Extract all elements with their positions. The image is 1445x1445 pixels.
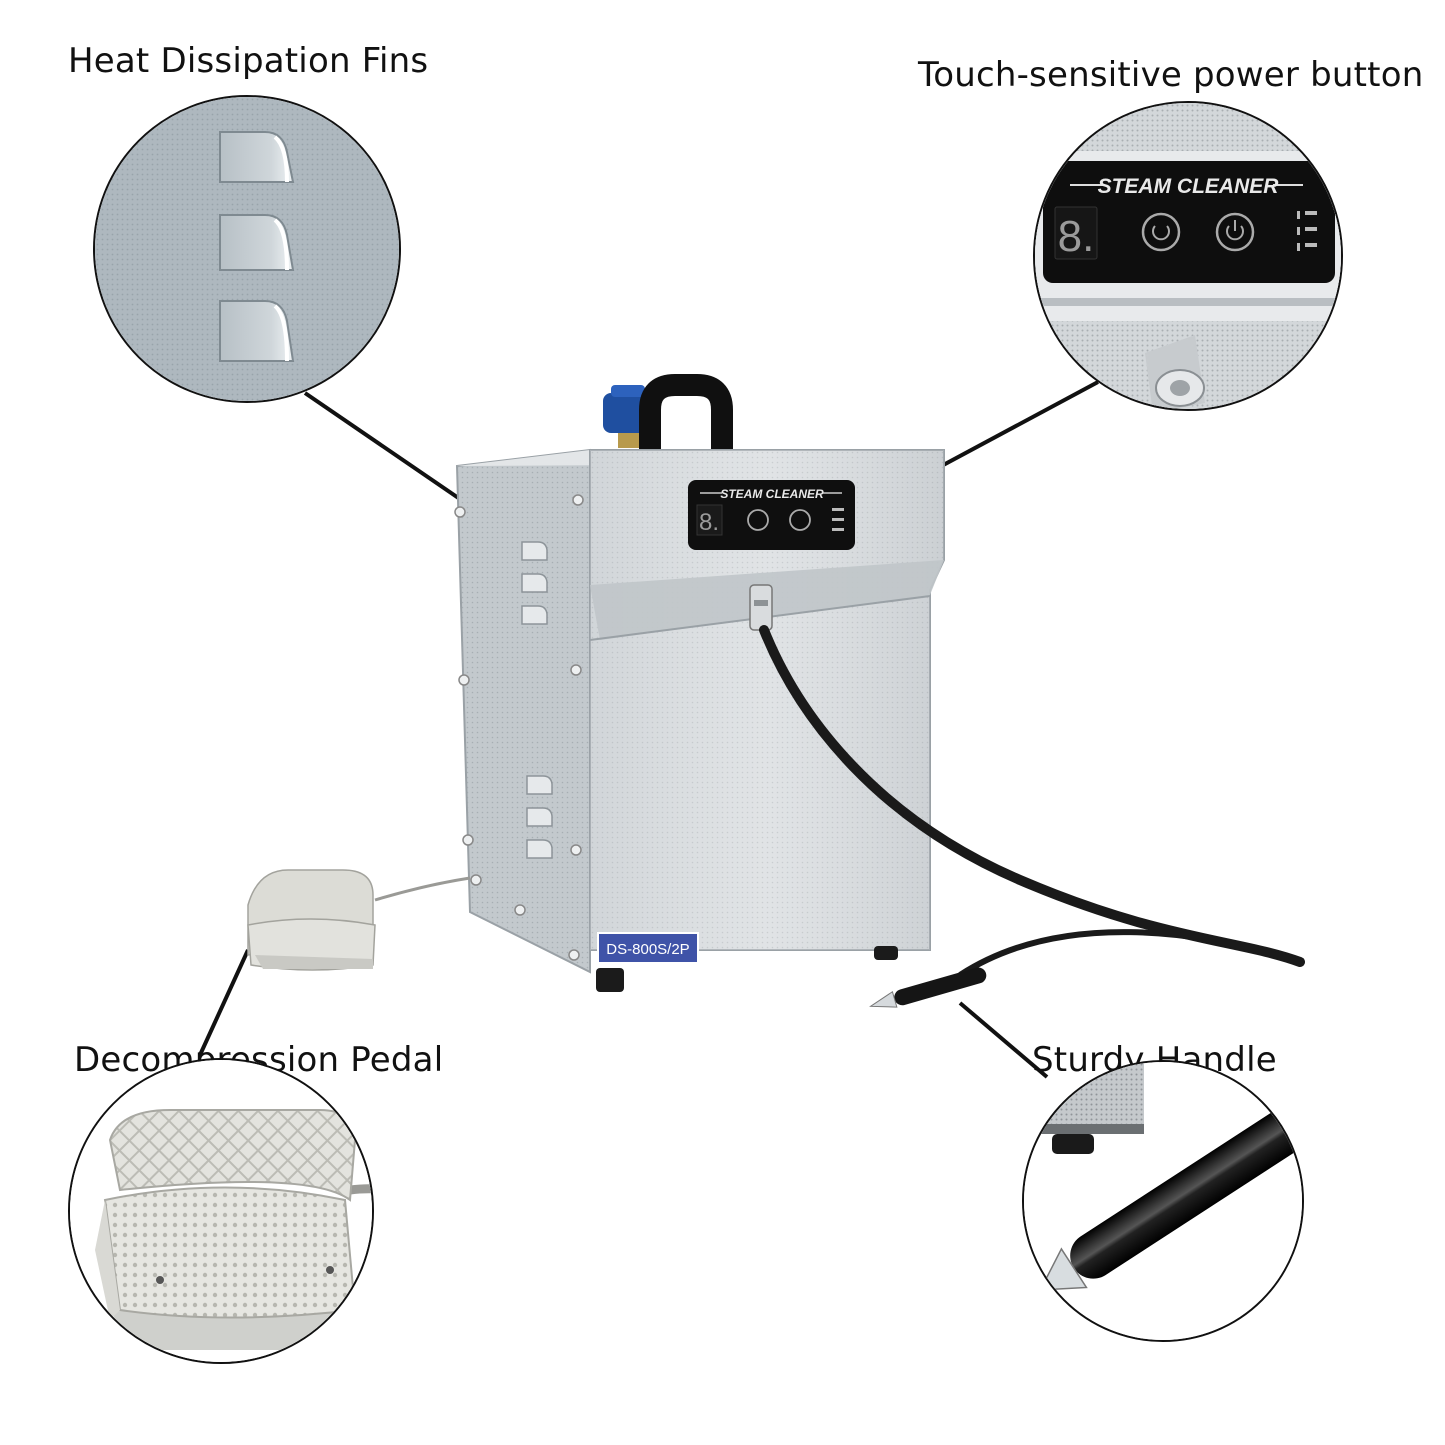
zoom-fins	[93, 95, 401, 403]
hose-connector	[749, 584, 773, 631]
zoom-power-button: STEAM CLEANER 8.	[1033, 101, 1343, 411]
pedal-closeup-image	[70, 1060, 372, 1362]
side-fins-lower	[526, 775, 553, 859]
side-fins-upper	[521, 541, 548, 625]
leader-line-handle	[958, 1001, 1049, 1079]
model-badge-text: DS-800S/2P	[606, 941, 689, 958]
power-button-closeup-image: STEAM CLEANER 8.	[1035, 103, 1341, 409]
display-digit: 8.	[699, 509, 719, 536]
fins-closeup-image	[95, 97, 399, 401]
device-side-panel	[455, 448, 591, 974]
mode-button-icon[interactable]	[1141, 212, 1181, 252]
device-foot-right	[874, 946, 898, 960]
fin-3	[219, 300, 295, 362]
power-button-icon[interactable]	[1215, 212, 1255, 252]
device-foot-front	[596, 968, 624, 992]
zoom-pedal	[68, 1058, 374, 1364]
model-badge: DS-800S/2P	[597, 932, 699, 964]
panel-title: STEAM CLEANER	[720, 487, 824, 501]
panel-title-closeup: STEAM CLEANER	[1098, 175, 1280, 198]
display-digit-closeup: 8.	[1058, 212, 1095, 261]
foot-pedal	[247, 869, 471, 971]
control-panel: STEAM CLEANER 8.	[688, 480, 855, 550]
zoom-handle	[1022, 1060, 1304, 1342]
power-button[interactable]	[789, 509, 811, 531]
label-touch-power-button: Touch-sensitive power button	[918, 55, 1424, 95]
fin-2	[219, 214, 295, 271]
steam-handle	[869, 967, 987, 1008]
fin-1	[219, 131, 295, 183]
leader-line-pedal	[198, 949, 250, 1056]
side-screws	[454, 494, 584, 961]
label-heat-dissipation-fins: Heat Dissipation Fins	[68, 41, 429, 81]
mode-button[interactable]	[747, 509, 769, 531]
top-handle-pipe	[639, 374, 733, 450]
indicator-lights-icon	[1297, 211, 1317, 251]
handle-closeup-image	[1024, 1062, 1302, 1340]
